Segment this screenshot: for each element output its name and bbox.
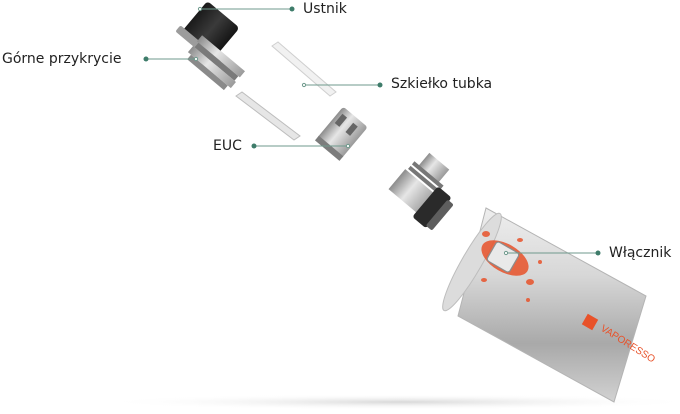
label-mouthpiece: Ustnik	[303, 1, 347, 17]
leader-dots	[143, 6, 601, 256]
floor-shadow	[100, 394, 680, 410]
label-coil: EUC	[213, 138, 242, 154]
leader-endpoints	[193, 6, 509, 256]
label-top-cap: Górne przykrycie	[2, 51, 122, 67]
glass-tube-part	[235, 41, 337, 141]
coil-part	[314, 107, 367, 161]
top-cap-part	[187, 35, 245, 91]
leader-lines	[146, 8, 598, 254]
atomizer-base-part	[388, 152, 453, 230]
battery-body: VAPORESSO	[442, 207, 657, 403]
power-button[interactable]	[486, 241, 520, 273]
label-glass-tube: Szkiełko tubka	[391, 76, 493, 92]
label-power-button: Włącznik	[609, 245, 672, 261]
